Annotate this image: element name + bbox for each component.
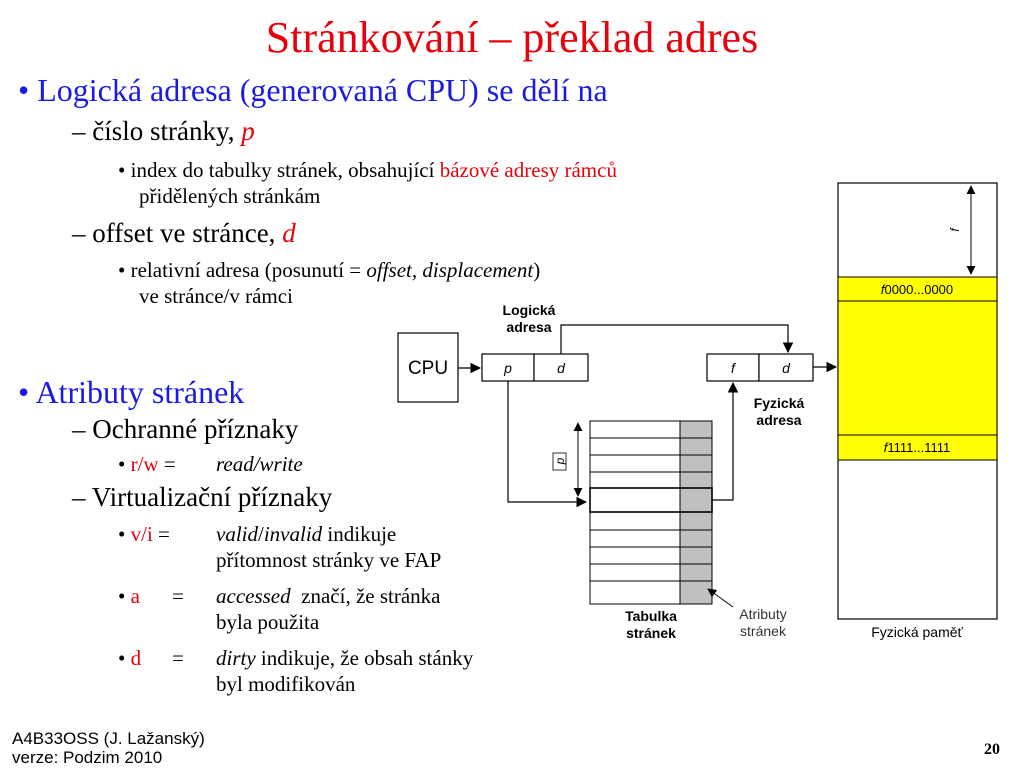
bullet-attributes: • Atributy stránek <box>18 374 245 410</box>
rw-value: read/write <box>216 452 303 476</box>
offset-text: offset ve stránce, <box>92 218 283 248</box>
page-desc-red: bázové adresy rámců <box>439 158 617 182</box>
a-rest: značí, že stránka <box>290 584 441 608</box>
bullet-dirty: • d <box>118 646 142 670</box>
bullet-vi: • v/i = <box>118 522 170 546</box>
bullet-attributes-text: Atributy stránek <box>35 374 245 410</box>
a-rest-line2: byla použita <box>216 610 320 634</box>
a-eq: = <box>172 584 184 608</box>
frame-start-rest: 0000...0000 <box>884 282 953 297</box>
table-label-2: stránek <box>626 625 676 641</box>
bullet-logical-address: • Logická adresa (generovaná CPU) se děl… <box>18 72 608 108</box>
bullet-accessed: • a <box>118 584 140 608</box>
p-dimension-box <box>552 452 567 471</box>
page-title: Stránkování – překlad adres <box>265 13 759 62</box>
page-number-text: číslo stránky, <box>92 116 242 146</box>
vi-eq: = <box>158 522 170 546</box>
vi-key: v/i <box>130 522 153 546</box>
page-desc-text: index do tabulky stránek, obsahující <box>130 158 440 182</box>
vi-rest: indikuje <box>322 522 397 546</box>
protection-text: Ochranné příznaky <box>92 414 299 444</box>
d-key: d <box>130 646 142 670</box>
footer-course: A4B33OSS (J. Lažanský) <box>12 729 205 748</box>
logical-label-2: adresa <box>506 319 551 335</box>
frame-end-address: f1111...1111 <box>884 440 951 455</box>
d-dirty: dirty <box>216 646 256 670</box>
a-key: a <box>130 584 140 608</box>
bullet-page-desc: • index do tabulky stránek, obsahující b… <box>118 158 617 182</box>
memory-frame <box>837 276 998 461</box>
bullet-logical-text: Logická adresa (generovaná CPU) se dělí … <box>37 72 608 108</box>
physical-d-text: d <box>782 360 791 376</box>
vi-value: valid/invalid indikuje <box>216 522 396 547</box>
offset-var: d <box>282 218 296 248</box>
attr-label-1: Atributy <box>739 606 786 622</box>
attr-label-2: stránek <box>740 623 787 639</box>
logical-d-cell <box>533 353 589 382</box>
p-dimension-label: p <box>553 457 567 465</box>
physical-f-cell <box>706 353 760 382</box>
bullet-page-number: – číslo stránky, p <box>72 116 255 146</box>
physical-label-1: Fyzická <box>754 395 805 411</box>
footer-version: verze: Podzim 2010 <box>12 748 163 767</box>
page-desc-line2: přidělených stránkám <box>139 184 321 208</box>
f-transfer-arrow <box>712 381 739 501</box>
cpu-label: CPU <box>408 358 448 379</box>
a-accessed: accessed <box>216 584 291 608</box>
d-rest: indikuje, že obsah stánky <box>255 646 474 670</box>
vi-invalid: invalid <box>263 522 323 546</box>
vi-rest-line2: přítomnost stránky ve FAP <box>216 548 442 572</box>
offset-desc-text: relativní adresa (posunutí = <box>130 258 367 282</box>
f-dimension-label: f <box>948 227 962 232</box>
memory-label: Fyzická paměť <box>871 624 963 640</box>
physical-d-cell <box>758 353 814 382</box>
d-value: dirty indikuje, že obsah stánky <box>216 646 473 671</box>
offset-desc-ital: offset, displacement <box>366 258 534 282</box>
cpu-box <box>397 332 459 403</box>
attr-pointer-arrow <box>707 588 734 608</box>
page-table <box>589 420 713 605</box>
d-transfer-arrow <box>560 324 794 354</box>
d-rest-line2: byl modifikován <box>216 672 356 696</box>
frame-end-f: f <box>884 440 889 455</box>
vi-valid: valid <box>216 522 258 546</box>
rw-key: r/w <box>130 452 159 476</box>
physical-label-2: adresa <box>756 412 801 428</box>
virtualization-text: Virtualizační příznaky <box>91 482 333 512</box>
frame-start-address: f0000...0000 <box>881 282 953 297</box>
a-value: accessed značí, že stránka <box>216 584 440 609</box>
bullet-virtualization: – Virtualizační příznaky <box>72 482 333 512</box>
rw-eq: = <box>163 452 176 476</box>
physical-f-text: f <box>731 360 737 376</box>
bullet-offset: – offset ve stránce, d <box>72 218 296 248</box>
logical-label-1: Logická <box>503 302 556 318</box>
page-var: p <box>241 116 255 146</box>
logical-p-text: p <box>503 360 512 376</box>
table-label-1: Tabulka <box>625 608 677 624</box>
offset-desc-close: ) <box>533 258 541 282</box>
frame-end-rest: 1111...1111 <box>887 440 950 455</box>
page-number: 20 <box>984 741 1000 758</box>
bullet-protection: – Ochranné příznaky <box>72 414 299 444</box>
bullet-offset-desc: • relativní adresa (posunutí = offset, d… <box>118 258 541 282</box>
vi-slash: / <box>258 522 264 546</box>
frame-start-f: f <box>881 282 886 297</box>
logical-d-text: d <box>557 360 566 376</box>
logical-p-cell <box>481 353 535 382</box>
d-eq: = <box>172 646 184 670</box>
bullet-rw: • r/w = <box>118 452 176 476</box>
p-index-arrow <box>507 381 588 508</box>
offset-desc-line2: ve stránce/v rámci <box>139 284 293 308</box>
